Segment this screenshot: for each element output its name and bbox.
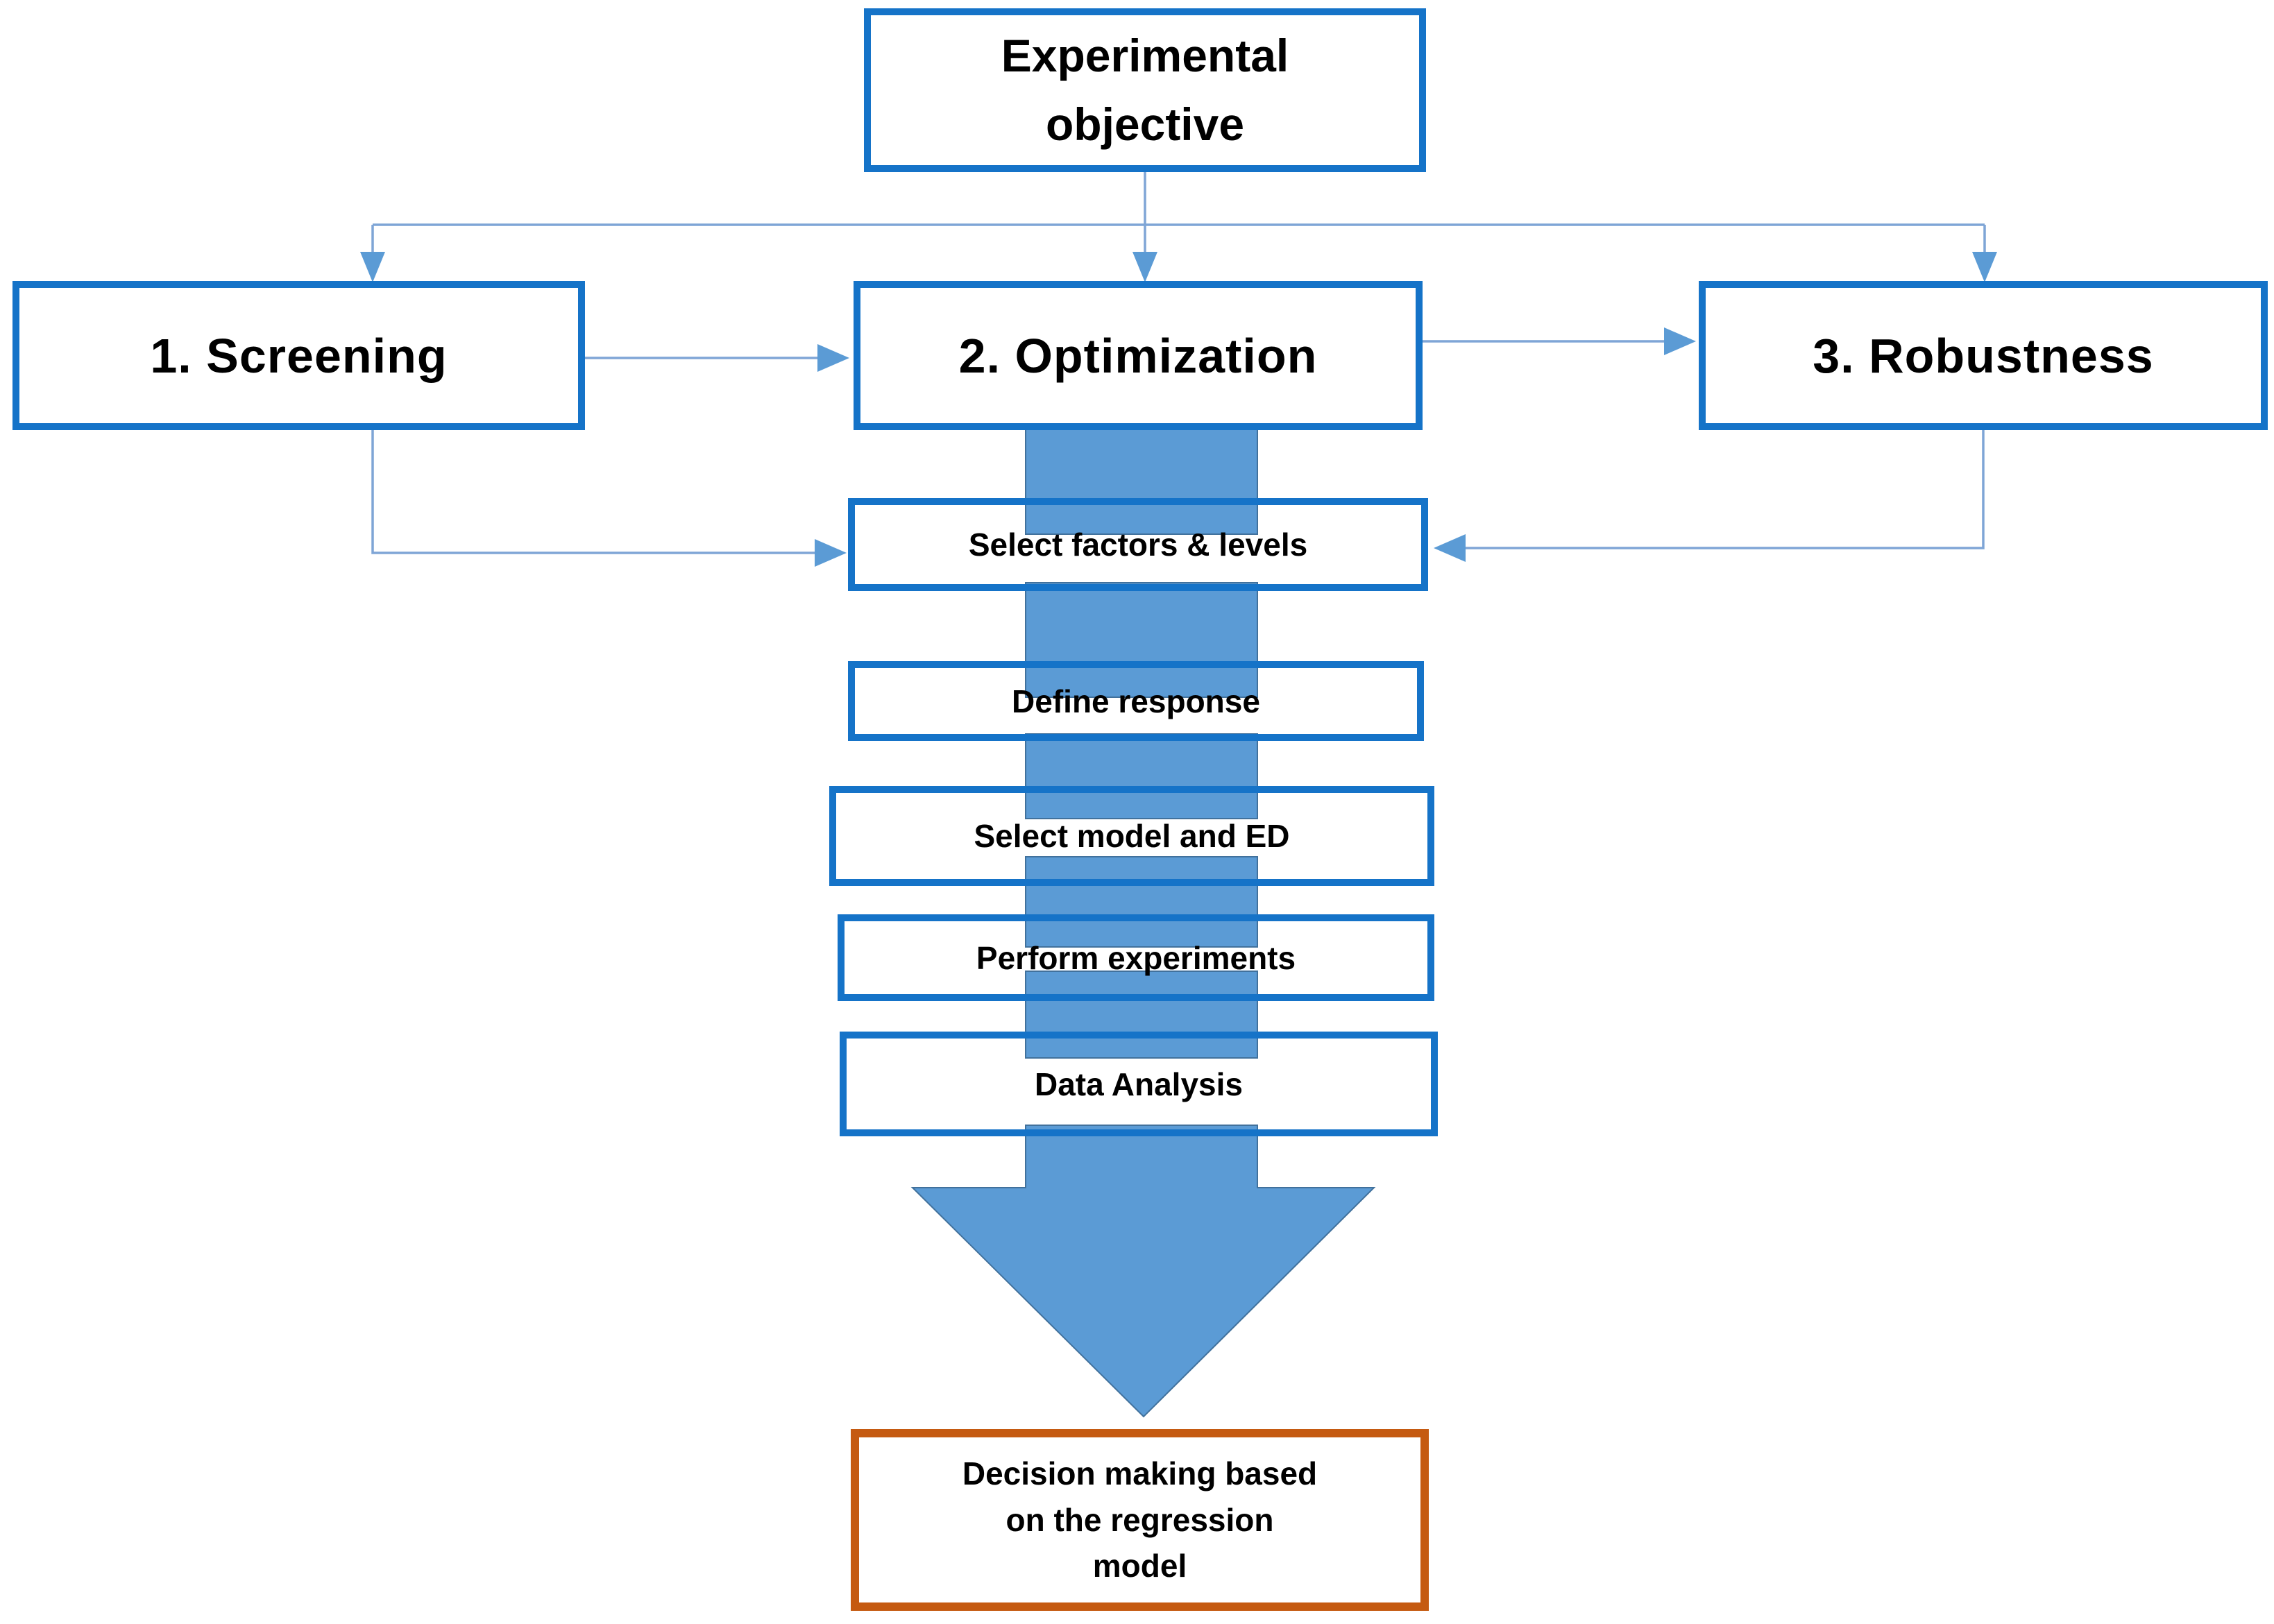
arrowhead-robustness-factors	[1434, 534, 1466, 562]
arrowhead-screening-factors	[815, 539, 847, 567]
big-arrow-segment-5	[1025, 971, 1258, 1059]
node-data-analysis: Data Analysis	[840, 1032, 1438, 1136]
edge-screening-to-factors	[371, 430, 816, 554]
node-decision-making: Decision making based on the regression …	[851, 1429, 1429, 1611]
node-robustness: 3. Robustness	[1699, 281, 2268, 430]
edge-robustness-to-factors	[1466, 430, 1985, 549]
big-arrow-segment-2	[1025, 582, 1258, 698]
node-select-model-and-ed: Select model and ED	[829, 786, 1434, 886]
node-optimization: 2. Optimization	[854, 281, 1423, 430]
big-arrow-head	[910, 1125, 1376, 1418]
node-define-response: Define response	[848, 661, 1424, 741]
node-experimental-objective: Experimental objective	[864, 8, 1426, 172]
arrowhead-into-optimization	[1132, 252, 1157, 282]
node-perform-experiments: Perform experiments	[838, 914, 1434, 1001]
arrowhead-screening-optimization	[817, 344, 849, 372]
arrowhead-into-screening	[360, 252, 385, 282]
node-screening: 1. Screening	[12, 281, 585, 430]
arrowhead-into-robustness	[1972, 252, 1997, 282]
big-arrow-segment-1	[1025, 424, 1258, 535]
arrowhead-optimization-robustness	[1664, 327, 1696, 355]
big-arrow-segment-4	[1025, 856, 1258, 948]
node-select-factors-levels: Select factors & levels	[848, 498, 1428, 591]
